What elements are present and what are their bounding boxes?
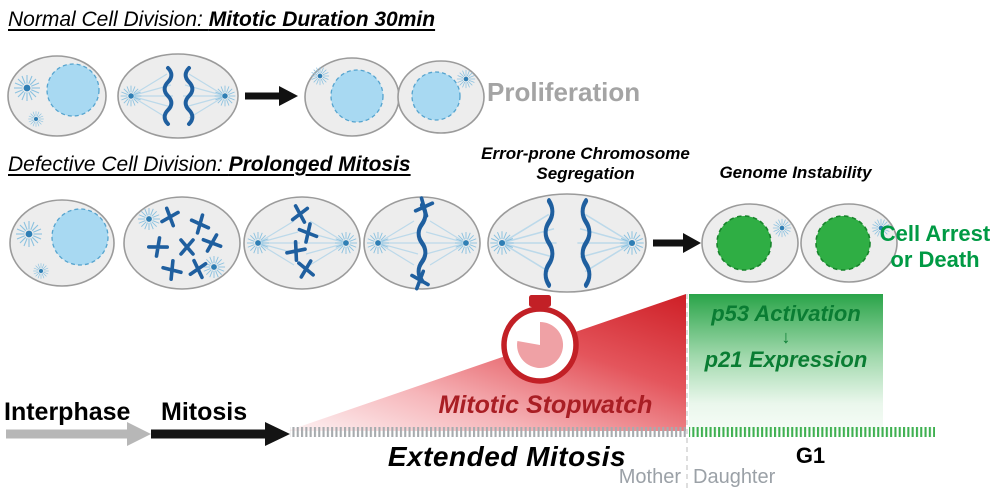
arrow-normal [245,86,298,106]
cell-def-congression [243,196,361,290]
g1-green-box [689,294,883,431]
extended-mitosis-label: Extended Mitosis [387,441,627,472]
defective-row [9,193,898,293]
cell-arrest-line1: Cell Arrest [879,221,991,246]
normal-row [7,53,485,139]
p53-activation-line: p53 Activation [711,301,861,326]
timeline-graphics [6,294,935,492]
nucleus [46,63,100,117]
interphase-label: Interphase [4,398,131,426]
cell-membrane [487,193,647,293]
cell-def-anaphase [487,193,647,293]
mitosis-label: Mitosis [161,398,248,426]
cell-normal-interphase [7,55,107,137]
cell-def-arrested-2 [800,203,898,283]
g1-label: G1 [795,443,826,468]
nucleus-arrested [815,215,871,271]
down-arrow-icon: ↓ [781,326,791,347]
extended-mitosis-ticks [290,427,686,437]
mitosis-arrow [151,422,290,446]
cell-normal-mitosis [117,53,239,139]
p21-expression-line: p21 Expression [704,346,868,372]
normal-heading-bold: Mitotic Duration 30min [208,8,436,31]
stress-ramp [287,294,686,431]
error-prone-line1: Error-prone Chromosome [481,144,690,163]
normal-heading-plain: Normal Cell Division: [8,8,209,31]
arrow-defective [653,233,701,253]
cell-def-arrested-1 [701,203,799,283]
g1-ticks [689,427,935,437]
mitotic-stopwatch-label: Mitotic Stopwatch [438,391,653,419]
cell-normal-daughter-1 [304,57,400,137]
cell-def-interphase [9,199,115,287]
error-prone-line2: Segregation [536,163,635,183]
cell-def-metaphase [363,196,481,291]
daughter-label: Daughter [693,466,776,488]
p53-p21-label: p53 Activation ↓ p21 Expression [689,300,883,373]
interphase-arrow [6,422,151,446]
normal-heading: Normal Cell Division: Mitotic Duration 3… [8,8,435,32]
nucleus [411,71,461,121]
cell-normal-daughter-2 [397,60,485,134]
genome-instability-label: Genome Instability [719,163,872,182]
mother-label: Mother [618,466,681,488]
cell-arrest-line2: or Death [890,246,980,272]
nucleus [330,69,384,123]
proliferation-label: Proliferation [487,77,641,107]
cell-membrane [117,53,239,139]
defective-heading: Defective Cell Division: Prolonged Mitos… [8,153,411,177]
defective-heading-plain: Defective Cell Division: [8,153,229,176]
defective-heading-bold: Prolonged Mitosis [228,153,411,176]
nucleus [51,208,109,266]
cell-arrest-label: Cell Arrest or Death [874,221,996,273]
cell-membrane [243,196,361,290]
cell-def-prometaphase [123,196,241,290]
stopwatch-icon [501,295,579,384]
nucleus-arrested [716,215,772,271]
error-prone-label: Error-prone Chromosome Segregation [468,144,703,183]
